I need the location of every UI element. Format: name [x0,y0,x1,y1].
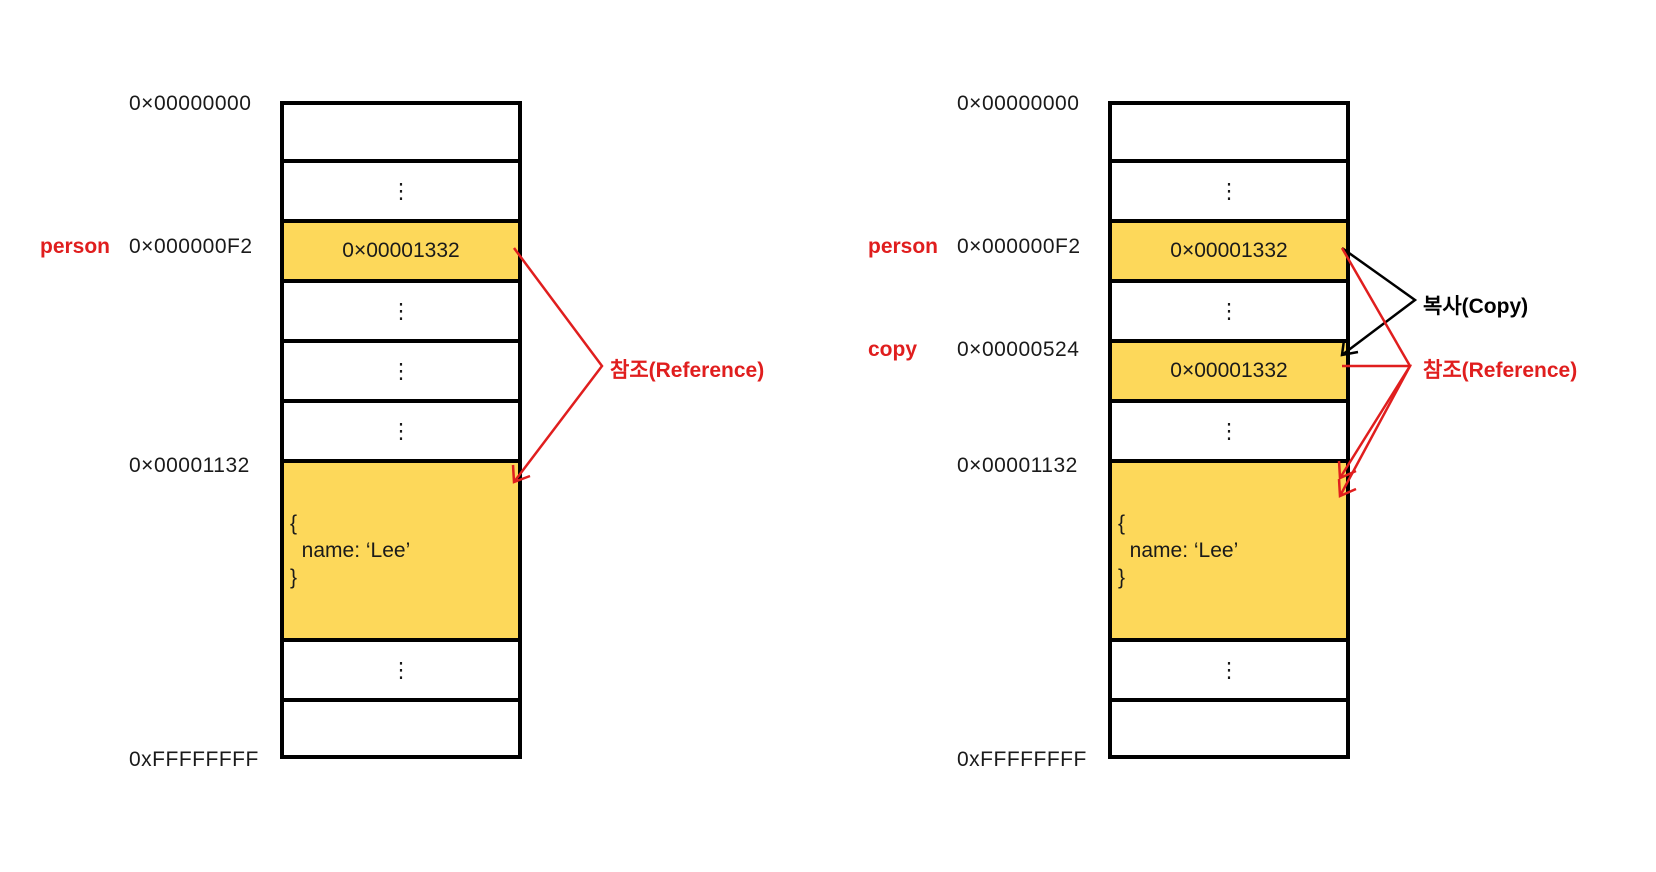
address-object: 0×00001132 [129,454,250,477]
memory-cell-person-value: 0×00001332 [1112,223,1346,283]
address-person: 0×000000F2 [129,235,253,258]
memory-cell-object: { name: ‘Lee’ } [284,463,518,642]
address-end: 0xFFFFFFFF [957,748,1087,771]
memory-cell-person-value: 0×00001332 [284,223,518,283]
address-start: 0×00000000 [957,92,1080,115]
memory-cell-bottom [1112,702,1346,755]
variable-person-label: person [40,235,111,258]
memory-cell-object: { name: ‘Lee’ } [1112,463,1346,642]
address-object: 0×00001132 [957,454,1078,477]
address-copy: 0×00000524 [957,338,1080,361]
memory-cell-top [1112,105,1346,163]
memory-cell-copy-value: 0×00001332 [1112,343,1346,403]
memory-cell-ellipsis: ⋮ [1112,642,1346,702]
reference-label: 참조(Reference) [1423,359,1578,382]
memory-cell-top [284,105,518,163]
address-start: 0×00000000 [129,92,252,115]
memory-cell-bottom [284,702,518,755]
memory-cell-ellipsis: ⋮ [1112,283,1346,343]
memory-column: ⋮ 0×00001332 ⋮ 0×00001332 ⋮ { name: ‘Lee… [1108,101,1350,759]
memory-cell-ellipsis: ⋮ [284,642,518,702]
memory-diagram-right: 0×00000000 person 0×000000F2 copy 0×0000… [828,0,1608,872]
variable-copy-label: copy [868,338,918,361]
reference-label: 참조(Reference) [610,359,765,382]
memory-cell-ellipsis: ⋮ [284,283,518,343]
memory-cell-ellipsis: ⋮ [284,163,518,223]
variable-person-label: person [868,235,939,258]
address-end: 0xFFFFFFFF [129,748,259,771]
memory-diagram-left: 0×00000000 person 0×000000F2 0×00001132 … [0,0,780,872]
memory-cell-ellipsis: ⋮ [1112,163,1346,223]
memory-cell-ellipsis: ⋮ [1112,403,1346,463]
address-person: 0×000000F2 [957,235,1081,258]
memory-cell-ellipsis: ⋮ [284,343,518,403]
memory-cell-ellipsis: ⋮ [284,403,518,463]
copy-label: 복사(Copy) [1423,295,1529,318]
memory-column: ⋮ 0×00001332 ⋮ ⋮ ⋮ { name: ‘Lee’ } ⋮ [280,101,522,759]
copy-arrow [1340,246,1418,357]
